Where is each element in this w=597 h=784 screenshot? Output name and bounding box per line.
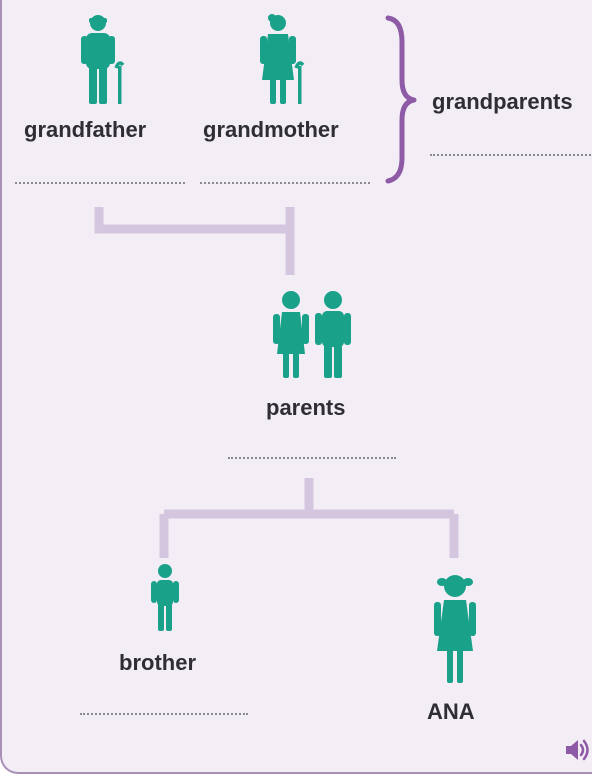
grandmother-label: grandmother (203, 117, 339, 142)
parents-answer-blank[interactable] (228, 457, 396, 459)
brother-answer-blank[interactable] (80, 713, 248, 715)
connector-lines (94, 15, 459, 558)
ana-label: ANA (427, 699, 475, 724)
grandparents-answer-blank[interactable] (430, 154, 592, 156)
grandfather-label: grandfather (24, 117, 147, 142)
brother-label: brother (119, 650, 196, 675)
elderly-man-with-cane-icon (81, 15, 125, 104)
grandmother-answer-blank[interactable] (200, 182, 370, 184)
family-tree-card: grandfather grandmother grandparents par… (0, 0, 592, 774)
grandparents-brace (385, 15, 417, 184)
grandparents-label: grandparents (432, 89, 573, 114)
woman-icon (273, 291, 309, 378)
man-icon (315, 291, 351, 378)
speaker-icon[interactable] (564, 736, 592, 764)
parents-label: parents (266, 395, 346, 420)
elderly-woman-with-cane-icon (260, 14, 305, 104)
grandfather-answer-blank[interactable] (15, 182, 185, 184)
boy-icon (151, 564, 179, 631)
girl-icon (434, 575, 476, 683)
grandparents-connector (94, 207, 295, 234)
